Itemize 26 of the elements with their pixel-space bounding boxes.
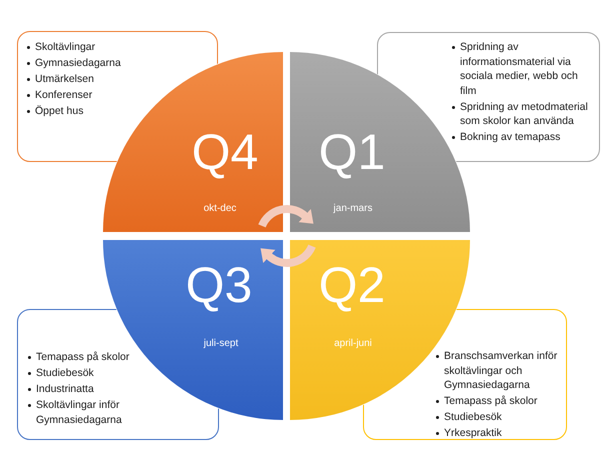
list-item: Skoltävlingar inför Gymnasiedagarna — [27, 398, 167, 427]
list-item: Yrkespraktik — [435, 426, 569, 440]
list-item: Studiebesök — [435, 410, 569, 424]
curved-arrow — [260, 244, 316, 267]
list-item: Industrinatta — [27, 382, 167, 396]
list-item: Spridning av informationsmaterial via sociala medier, webb och film — [451, 40, 595, 98]
curved-arrow — [258, 205, 314, 228]
list-item: Bokning av temapass — [451, 130, 595, 144]
list-item: Temapass på skolor — [435, 394, 569, 408]
list-item: Studiebesök — [27, 366, 167, 380]
quarter-title: Q3 — [186, 260, 252, 310]
list-item: Öppet hus — [26, 104, 206, 118]
quarter-title: Q1 — [318, 127, 386, 177]
list-item: Gymnasiedagarna — [26, 56, 206, 70]
period-label: okt-dec — [204, 204, 236, 214]
period-label: april-juni — [334, 339, 372, 349]
period-label: juli-sept — [204, 339, 238, 349]
period-label: jan-mars — [334, 204, 372, 214]
list-item: Konferenser — [26, 88, 206, 102]
quarter-title: Q4 — [192, 127, 258, 177]
quarter-title: Q2 — [318, 260, 386, 310]
list-item: Spridning av metodmaterial som skolor kan använda — [451, 100, 595, 128]
list-item: Skoltävlingar — [26, 40, 206, 54]
list-item: Temapass på skolor — [27, 350, 167, 364]
list-item: Branschsamverkan inför skoltävlingar och Gymnasiedagarna — [435, 349, 569, 392]
list-item: Utmärkelsen — [26, 72, 206, 86]
